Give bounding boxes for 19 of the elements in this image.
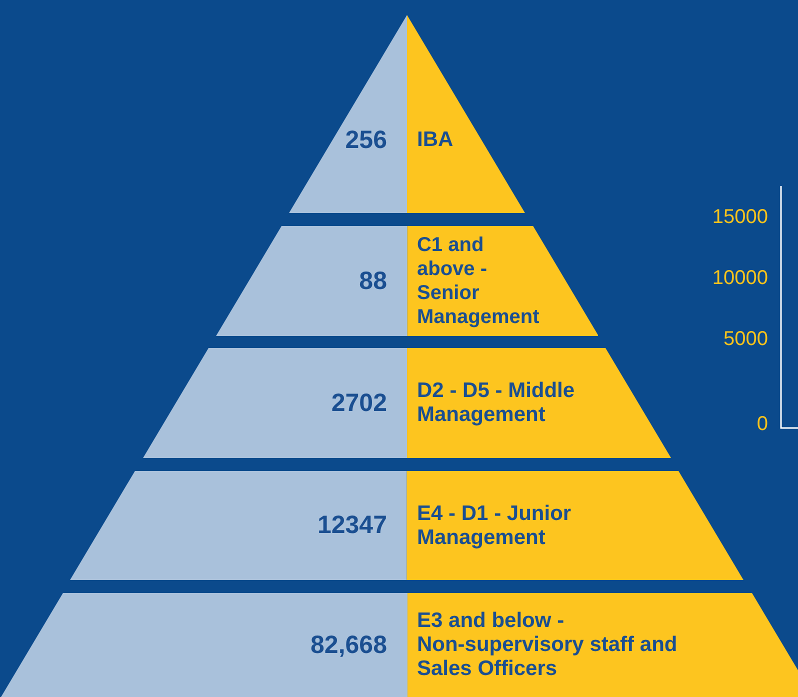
axis-tick-label: 5000 (724, 328, 768, 350)
axis-tick-label: 15000 (712, 206, 768, 228)
pyramid-tier (0, 593, 798, 697)
tier-value: 256 (345, 126, 387, 154)
axis-tick-label: 10000 (712, 266, 768, 290)
tier-label: C1 and above - Senior Management (416, 233, 540, 329)
tier-value: 82,668 (310, 630, 387, 660)
pyramid-tier (70, 471, 744, 580)
axis-tick-label: 0 (756, 412, 768, 436)
tier-value: 2702 (331, 388, 387, 418)
pyramid-tier (288, 15, 525, 213)
pyramid-tier (216, 226, 598, 336)
tier-label: E4 - D1 - Junior Management (416, 502, 572, 550)
tier-value: 88 (359, 266, 387, 296)
tier-label: IBA (416, 128, 454, 152)
pyramid-tier (142, 348, 672, 458)
tier-label: D2 - D5 - Middle Management (416, 379, 576, 427)
tier-value: 12347 (317, 511, 387, 540)
tier-label: E3 and below - Non-supervisory staff and Sales Officers (416, 609, 678, 681)
